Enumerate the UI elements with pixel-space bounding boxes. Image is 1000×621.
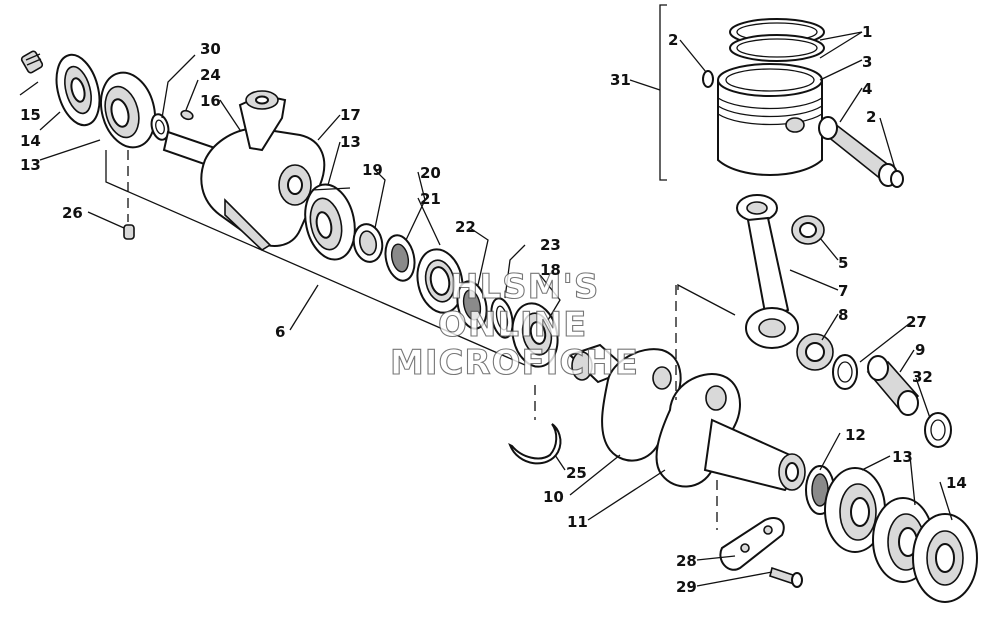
part-21-seal <box>416 248 464 314</box>
callout-2: 2 <box>866 108 876 126</box>
callout-18: 18 <box>540 261 561 279</box>
part-26-dowel <box>123 224 135 240</box>
callout-20: 20 <box>420 164 441 182</box>
callout-10: 10 <box>543 488 564 506</box>
callout-30: 30 <box>200 40 221 58</box>
callout-17: 17 <box>340 106 361 124</box>
callout-13: 13 <box>20 156 41 174</box>
part-24-key <box>180 109 194 121</box>
part-20-seal <box>384 234 416 282</box>
part-14-seal-left <box>55 53 101 127</box>
part-30-washer <box>150 113 170 141</box>
part-14-seal-right <box>912 513 978 603</box>
callout-16: 16 <box>200 92 221 110</box>
watermark-line-3: MICROFICHE <box>390 343 639 383</box>
callout-4: 4 <box>862 80 872 98</box>
part-32-washer <box>924 412 952 448</box>
callout-14: 14 <box>20 132 41 150</box>
callout-13: 13 <box>340 133 361 151</box>
leader-lines <box>19 31 953 587</box>
callout-27: 27 <box>906 313 927 331</box>
part-22-ring <box>456 280 488 330</box>
callout-13: 13 <box>892 448 913 466</box>
callout-32: 32 <box>912 368 933 386</box>
callout-21: 21 <box>420 190 441 208</box>
part-19-ring <box>352 223 384 263</box>
part-8-needle-bearing <box>796 333 834 371</box>
callout-14: 14 <box>946 474 967 492</box>
part-3-piston <box>717 63 823 176</box>
part-15-plug <box>20 50 44 74</box>
part-13-bearing-right-a <box>824 467 886 553</box>
callout-24: 24 <box>200 66 221 84</box>
part-13-bearing-center <box>304 183 356 261</box>
callout-31: 31 <box>610 71 631 89</box>
part-23-washer <box>490 297 514 339</box>
callout-3: 3 <box>862 53 872 71</box>
callout-7: 7 <box>838 282 848 300</box>
part-25-circlip <box>508 423 562 465</box>
callout-12: 12 <box>845 426 866 444</box>
callout-26: 26 <box>62 204 83 222</box>
part-16-crankshaft-left <box>162 90 326 252</box>
callout-15: 15 <box>20 106 41 124</box>
callout-labels: 1 2 2 3 4 5 6 7 8 9 10 11 12 13 13 13 14… <box>20 23 967 596</box>
part-4-wrist-pin <box>818 116 898 187</box>
callout-2: 2 <box>668 31 678 49</box>
part-29-screw <box>769 566 803 588</box>
callout-22: 22 <box>455 218 476 236</box>
part-1-piston-rings <box>729 18 825 62</box>
callout-11: 11 <box>567 513 588 531</box>
part-2-clip-left <box>702 70 714 88</box>
part-18-bearing <box>511 302 559 368</box>
callout-6: 6 <box>275 323 285 341</box>
part-7-connecting-rod <box>736 194 799 349</box>
part-13-bearing-left <box>100 71 156 149</box>
watermark: HLSM'S ONLINE MICROFICHE <box>389 266 639 383</box>
part-11-crankshaft-half <box>655 373 806 492</box>
callout-5: 5 <box>838 254 848 272</box>
part-27-washer <box>832 354 858 390</box>
callout-25: 25 <box>566 464 587 482</box>
callout-9: 9 <box>915 341 925 359</box>
callout-19: 19 <box>362 161 383 179</box>
part-28-plate <box>719 516 785 571</box>
callout-23: 23 <box>540 236 561 254</box>
part-2-clip-right <box>890 170 904 188</box>
callout-8: 8 <box>838 306 848 324</box>
callout-29: 29 <box>676 578 697 596</box>
callout-28: 28 <box>676 552 697 570</box>
part-5-needle-bearing <box>791 215 825 245</box>
watermark-line-1: HLSM'S <box>450 267 599 307</box>
callout-1: 1 <box>862 23 872 41</box>
watermark-line-2: ONLINE <box>438 305 587 345</box>
part-9-crank-pin <box>866 355 920 416</box>
